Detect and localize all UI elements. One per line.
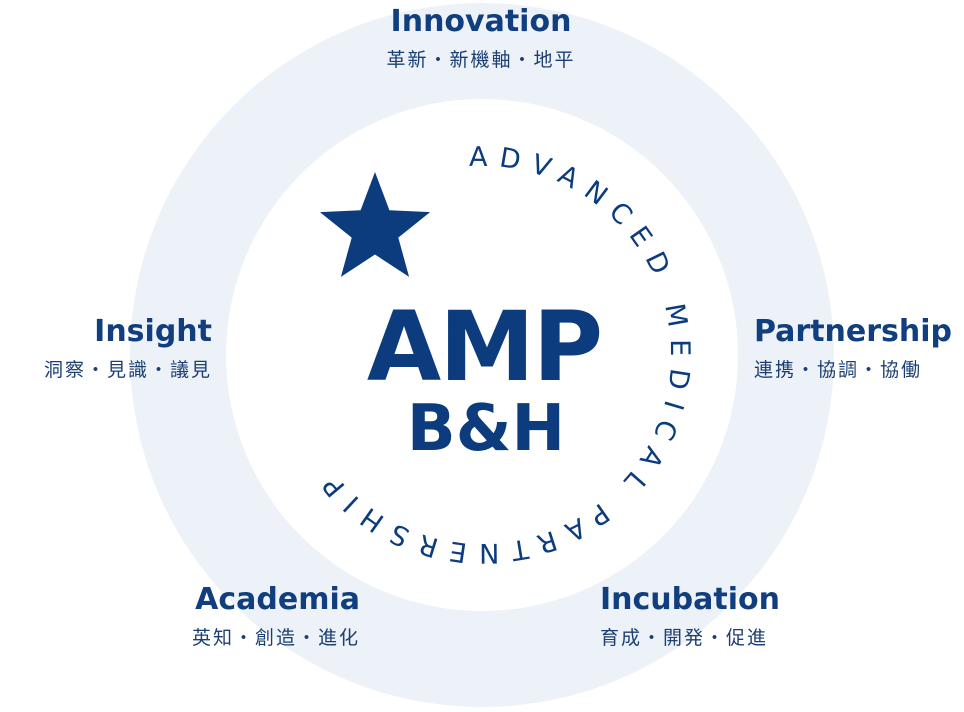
- pillar-title: Innovation: [390, 4, 572, 39]
- pillar-insight: Insight 洞察・見識・議見: [44, 314, 212, 382]
- pillar-title: Academia: [195, 582, 360, 617]
- pillar-subtitle: 育成・開発・促進: [600, 627, 769, 649]
- pillar-innovation: Innovation 革新・新機軸・地平: [316, 4, 646, 72]
- emblem-main-text: AMP: [367, 291, 601, 403]
- pillar-title: Partnership: [754, 314, 953, 349]
- pillar-subtitle: 英知・創造・進化: [191, 627, 360, 649]
- pillar-academia: Academia 英知・創造・進化: [192, 582, 360, 650]
- pillar-subtitle: 連携・協調・協働: [754, 359, 923, 381]
- pillar-incubation: Incubation 育成・開発・促進: [600, 582, 780, 650]
- emblem-sub-text: B&H: [407, 392, 565, 466]
- pillar-title: Incubation: [600, 582, 780, 617]
- pillar-subtitle: 洞察・見識・議見: [43, 359, 212, 381]
- pillar-title: Insight: [94, 314, 212, 349]
- star-icon: [319, 172, 431, 277]
- pillar-partnership: Partnership 連携・協調・協働: [754, 314, 952, 382]
- pillar-subtitle: 革新・新機軸・地平: [386, 49, 576, 71]
